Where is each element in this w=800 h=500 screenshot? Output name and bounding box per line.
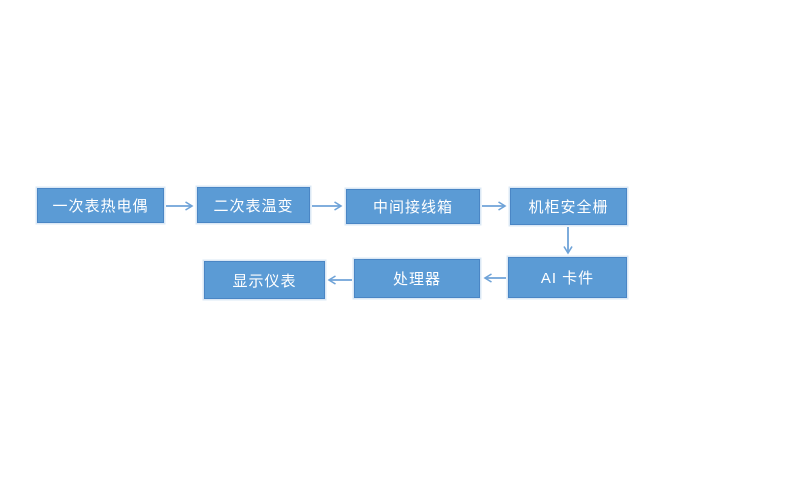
node-primary-thermocouple: 一次表热电偶 bbox=[37, 188, 164, 223]
node-display-instrument: 显示仪表 bbox=[204, 261, 325, 299]
node-processor: 处理器 bbox=[354, 259, 480, 298]
node-cabinet-safety-barrier: 机柜安全栅 bbox=[510, 188, 627, 225]
node-secondary-temp-transmitter: 二次表温变 bbox=[197, 187, 310, 223]
node-intermediate-junction-box: 中间接线箱 bbox=[346, 189, 480, 224]
node-ai-card: AI 卡件 bbox=[508, 257, 627, 298]
